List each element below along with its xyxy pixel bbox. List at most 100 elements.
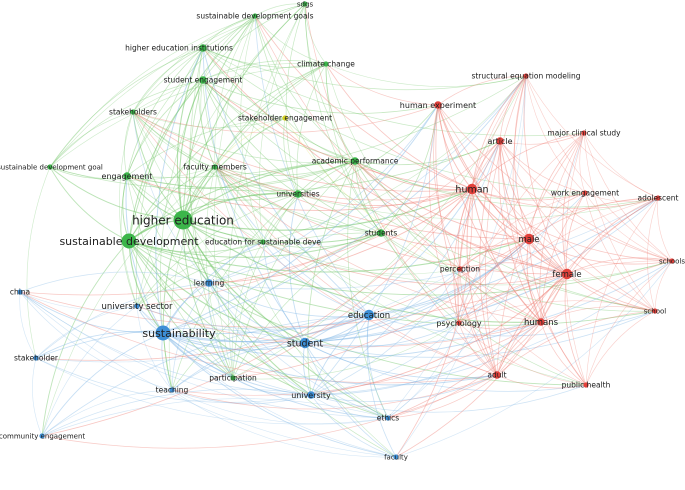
node-stakeholder-engagement[interactable] (282, 115, 288, 121)
node-psychology[interactable] (456, 320, 462, 326)
node-teaching[interactable] (169, 387, 175, 393)
node-adolescent[interactable] (655, 195, 661, 201)
edge-climate-sem (325, 63, 527, 87)
label-public-health: public health (562, 381, 611, 390)
label-academic-performance: academic performance (312, 157, 399, 166)
node-university[interactable] (307, 391, 315, 399)
edge-university-ethics (310, 394, 389, 419)
edge-universities-student (288, 193, 306, 344)
edge-sustainability-education (162, 314, 370, 343)
node-higher-education[interactable] (173, 210, 193, 230)
edge-article-schools (499, 140, 673, 262)
edge-university-sector-teaching (136, 305, 173, 391)
node-engagement[interactable] (123, 172, 131, 180)
edge-higher-education-teaching (162, 219, 184, 391)
node-sdg-goal[interactable] (47, 164, 53, 170)
node-schools[interactable] (669, 258, 675, 264)
edge-student-engagement-school (202, 79, 656, 312)
node-human-experiment[interactable] (434, 101, 442, 109)
node-hei[interactable] (199, 44, 207, 52)
edge-sdg-goals-students (254, 15, 382, 234)
edge-students-perception (380, 232, 461, 270)
edge-sustainability-faculty (162, 332, 397, 458)
edge-universities-higher-education (182, 192, 299, 221)
node-education[interactable] (363, 309, 375, 321)
node-faculty-members[interactable] (212, 164, 218, 170)
edge-education-university (310, 314, 370, 396)
edge-ethics-female (387, 273, 568, 419)
node-perception[interactable] (457, 266, 463, 272)
node-humans[interactable] (537, 318, 545, 326)
edge-esd-university-sector (136, 241, 264, 307)
node-article[interactable] (496, 137, 504, 145)
node-major-clinical-study[interactable] (581, 130, 587, 136)
label-students: students (365, 229, 398, 238)
edge-academic-performance-sustainable-development (128, 160, 356, 242)
edge-students-human-experiment (380, 104, 439, 234)
node-university-sector[interactable] (134, 303, 140, 309)
edge-sem-male (514, 75, 530, 240)
node-stakeholder[interactable] (33, 355, 39, 361)
edge-stakeholder-engagement-academic-performance (284, 117, 356, 162)
node-ethics[interactable] (385, 415, 391, 421)
node-adult[interactable] (493, 371, 501, 379)
edge-major-clinical-study-school (583, 132, 656, 312)
edge-hei-education (202, 47, 370, 316)
node-universities[interactable] (294, 190, 302, 198)
node-school[interactable] (652, 308, 658, 314)
label-work-engagement: work engagement (551, 189, 619, 198)
node-female[interactable] (561, 268, 573, 280)
node-community-engagement[interactable] (39, 433, 45, 439)
label-higher-education: higher education (132, 213, 234, 227)
edge-university-sector-article (136, 140, 501, 307)
node-student[interactable] (299, 337, 311, 349)
node-sem[interactable] (523, 73, 529, 79)
edge-major-clinical-study-work-engagement (579, 132, 586, 194)
edge-student-work-engagement (304, 192, 586, 344)
edge-hei-female (202, 47, 568, 275)
edge-faculty-members-public-health (214, 166, 587, 386)
node-student-engagement[interactable] (199, 76, 207, 84)
node-human[interactable] (466, 183, 478, 195)
edge-student-engagement-faculty-members (200, 79, 216, 168)
edge-human-adolescent (471, 188, 659, 210)
edge-sdgs-higher-education (182, 3, 306, 221)
edge-hei-engagement (126, 47, 204, 177)
node-learning[interactable] (205, 279, 213, 287)
node-sustainable-development[interactable] (121, 233, 137, 249)
node-work-engagement[interactable] (582, 190, 588, 196)
edge-university-human-experiment (310, 104, 439, 396)
node-academic-performance[interactable] (351, 157, 359, 165)
edge-sem-humans (512, 75, 542, 323)
edge-engagement-academic-performance (126, 160, 356, 188)
edge-hei-higher-education (176, 47, 204, 221)
edge-student-engagement-teaching (159, 79, 204, 391)
edge-china-human (19, 188, 473, 296)
node-male[interactable] (523, 233, 535, 245)
edge-engagement-faculty (126, 175, 397, 458)
edge-major-clinical-study-adult (496, 132, 585, 376)
node-faculty[interactable] (393, 454, 399, 460)
edge-faculty-members-academic-performance (214, 160, 356, 176)
edge-student-engagement-engagement (126, 79, 204, 177)
edge-faculty-members-students (214, 166, 382, 234)
node-participation[interactable] (230, 375, 236, 381)
node-esd[interactable] (260, 239, 266, 245)
edge-adolescent-male (528, 197, 659, 240)
node-china[interactable] (17, 289, 23, 295)
node-sustainability[interactable] (155, 325, 171, 341)
node-stakeholders[interactable] (130, 109, 136, 115)
node-students[interactable] (377, 229, 385, 237)
node-sdgs[interactable] (302, 1, 308, 7)
edge-engagement-sustainability (125, 175, 164, 334)
node-sdg-goals[interactable] (252, 13, 258, 19)
edge-human-humans (471, 188, 542, 323)
node-climate[interactable] (323, 61, 329, 67)
edge-universities-human-experiment (297, 104, 439, 195)
node-public-health[interactable] (583, 382, 589, 388)
edge-stakeholder-university (35, 357, 312, 403)
edge-work-engagement-male (528, 192, 586, 240)
label-sem: structural equation modeling (471, 72, 580, 81)
edge-sustainability-female (162, 273, 568, 344)
edge-china-ethics (19, 291, 389, 419)
